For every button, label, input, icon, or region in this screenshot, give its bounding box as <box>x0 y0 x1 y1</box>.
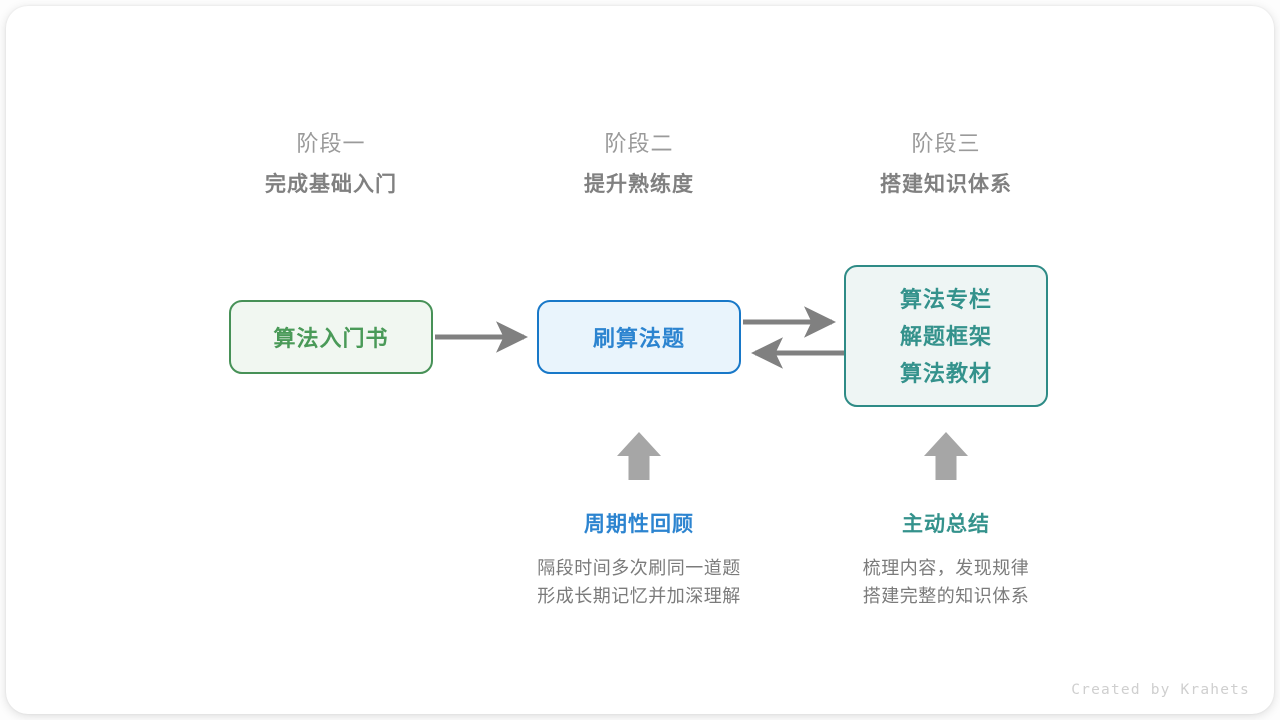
note-summary-body: 梳理内容，发现规律 搭建完整的知识体系 <box>796 554 1096 610</box>
stage-header-1: 阶段一 完成基础入门 <box>201 129 461 201</box>
stage-3-subtitle: 阶段三 <box>911 131 981 156</box>
stage-header-2: 阶段二 提升熟练度 <box>509 129 769 201</box>
stage-1-title: 完成基础入门 <box>265 173 397 196</box>
node-practice-label: 刷算法题 <box>592 326 685 351</box>
stage-header-3: 阶段三 搭建知识体系 <box>816 129 1076 201</box>
note-review-line-2: 形成长期记忆并加深理解 <box>537 586 741 606</box>
note-active-summary: 主动总结 梳理内容，发现规律 搭建完整的知识体系 <box>796 510 1096 610</box>
stage-3-title: 搭建知识体系 <box>880 173 1012 196</box>
node-practice-problems[interactable]: 刷算法题 <box>537 300 741 374</box>
note-summary-title: 主动总结 <box>902 513 990 536</box>
note-summary-line-1: 梳理内容，发现规律 <box>862 558 1030 578</box>
note-summary-line-2: 搭建完整的知识体系 <box>862 586 1030 606</box>
note-review-line-1: 隔段时间多次刷同一道题 <box>537 558 741 578</box>
credit-text: Created by Krahets <box>1071 682 1250 698</box>
note-review-body: 隔段时间多次刷同一道题 形成长期记忆并加深理解 <box>489 554 789 610</box>
stage-2-title: 提升熟练度 <box>584 173 694 196</box>
note-review-title: 周期性回顾 <box>584 513 694 536</box>
stage-1-subtitle: 阶段一 <box>296 131 366 156</box>
node-book-label: 算法入门书 <box>273 326 389 351</box>
node-learning-resources[interactable]: 算法专栏 解题框架 算法教材 <box>844 265 1048 407</box>
node-resources-line-2: 解题框架 <box>899 323 992 349</box>
node-resources-line-1: 算法专栏 <box>899 286 992 312</box>
node-algorithm-intro-book[interactable]: 算法入门书 <box>229 300 433 374</box>
node-resources-line-3: 算法教材 <box>899 360 992 386</box>
note-periodic-review: 周期性回顾 隔段时间多次刷同一道题 形成长期记忆并加深理解 <box>489 510 789 610</box>
stage-2-subtitle: 阶段二 <box>604 131 674 156</box>
